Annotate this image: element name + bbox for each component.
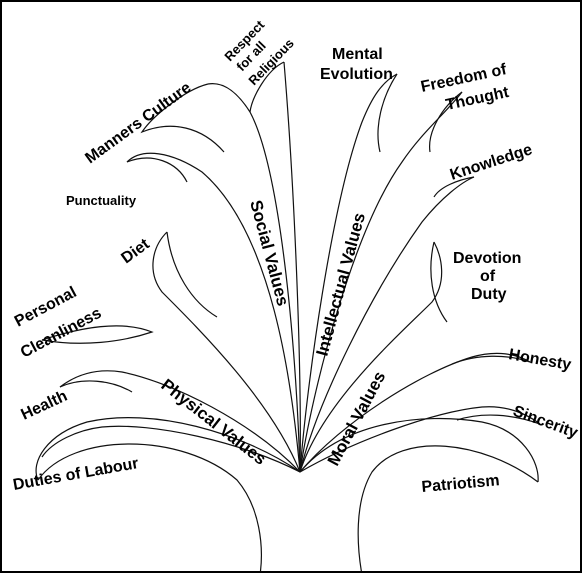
social-stem-1 — [126, 152, 301, 473]
leaf-knowledge — [433, 176, 475, 198]
moral-stem-3 — [299, 406, 541, 473]
moral-values-label: Moral Values — [324, 368, 390, 469]
leaf-diet — [166, 231, 218, 318]
mental-evolution-label-line1: Mental — [332, 46, 383, 63]
phys-stem-1 — [152, 231, 301, 473]
trunk-right-base — [357, 445, 539, 571]
moral-branch — [299, 241, 541, 473]
social-values-label: Social Values — [246, 198, 292, 308]
patriotism-label: Patriotism — [421, 472, 500, 496]
sincerity-label: Sincerity — [511, 403, 580, 442]
leaf-punctuality — [126, 157, 188, 183]
moral-stem-2 — [299, 352, 531, 473]
trunk-left-base — [37, 443, 262, 571]
intellectual-values-label: Intellectual Values — [313, 211, 370, 358]
moral-stem-1 — [299, 241, 443, 473]
social-stem-2 — [207, 83, 301, 473]
punctuality-label: Punctuality — [66, 193, 137, 208]
devotion-of-duty-label-line2: of — [480, 268, 496, 285]
intel-stem-3 — [299, 176, 475, 473]
trunk-left-outline — [35, 417, 301, 481]
honesty-label: Honesty — [507, 346, 572, 374]
leaf-devotion — [430, 241, 448, 323]
knowledge-label: Knowledge — [448, 141, 535, 184]
manners-culture-label: Manners Culture — [82, 79, 194, 167]
leaf-respect — [249, 61, 285, 113]
devotion-of-duty-label-line1: Devotion — [453, 250, 521, 267]
leaf-health — [59, 380, 133, 393]
diet-label: Diet — [118, 235, 153, 267]
leaf-mental — [377, 73, 398, 153]
phys-stem-2 — [59, 370, 301, 473]
intellectual-branch — [299, 73, 475, 473]
leaf-freedom — [429, 91, 463, 153]
duties-of-labour-label: Duties of Labour — [12, 455, 140, 494]
social-branch — [126, 61, 301, 473]
phys-stem-3 — [41, 425, 301, 473]
health-label: Health — [19, 388, 71, 424]
leaf-honesty — [451, 355, 531, 365]
leaf-sincerity — [456, 414, 541, 425]
devotion-of-duty-label-line3: Duty — [471, 286, 507, 303]
physical-branch — [41, 231, 301, 473]
leaf-manners — [140, 83, 225, 153]
mental-evolution-label-line2: Evolution — [320, 66, 393, 83]
social-stem-3 — [283, 61, 301, 473]
trunk-right-outline — [299, 417, 539, 483]
intel-stem-1 — [299, 73, 398, 473]
tree-stems — [35, 417, 539, 571]
leaf-personal — [41, 325, 154, 344]
